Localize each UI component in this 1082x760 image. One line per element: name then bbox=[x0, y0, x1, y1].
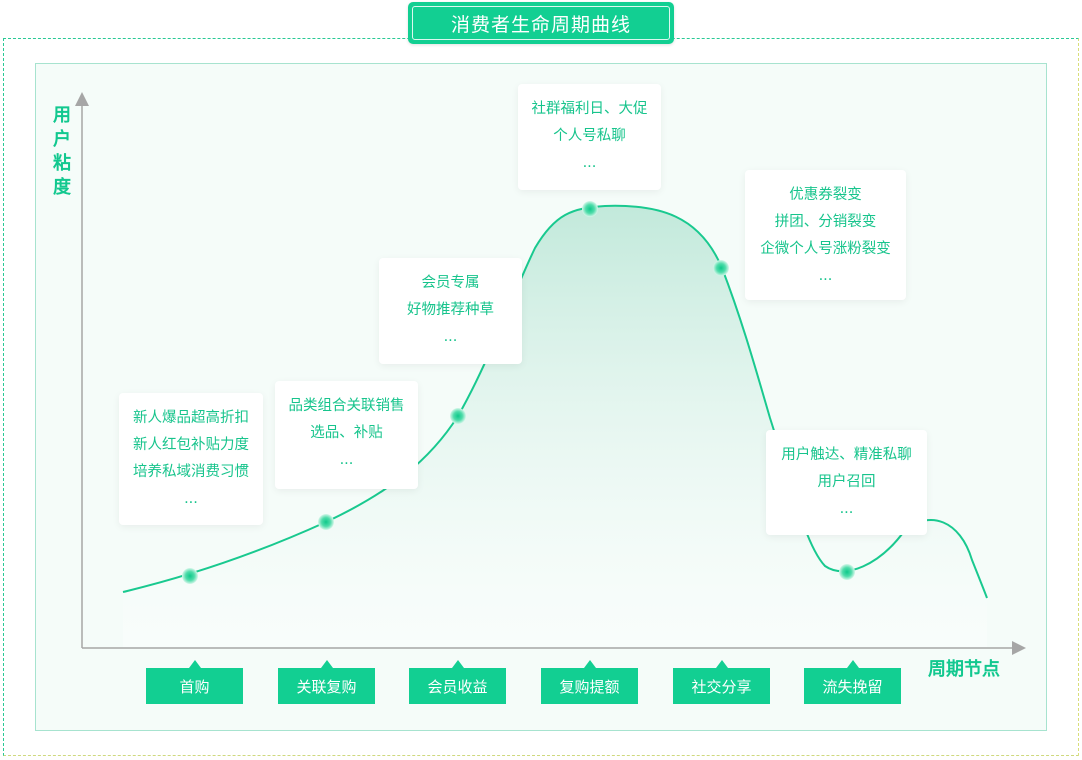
y-axis-arrow-icon bbox=[75, 92, 89, 106]
callout-social-share: 优惠券裂变 拼团、分销裂变 企微个人号涨粉裂变 ... bbox=[745, 170, 906, 300]
callout-line: 企微个人号涨粉裂变 bbox=[760, 241, 891, 257]
marker-related-repurchase bbox=[318, 514, 334, 530]
stage-label-member-benefit: 会员收益 bbox=[409, 660, 506, 704]
marker-member-benefit bbox=[450, 408, 466, 424]
callout-ellipsis: ... bbox=[839, 501, 854, 517]
marker-social-share bbox=[713, 260, 729, 276]
callout-line: 会员专属 bbox=[421, 275, 480, 291]
callout-ellipsis: ... bbox=[443, 329, 458, 345]
marker-churn-recovery bbox=[839, 564, 855, 580]
callout-line: 好物推荐种草 bbox=[407, 302, 494, 318]
callout-line: 培养私域消费习惯 bbox=[133, 464, 249, 480]
callout-ellipsis: ... bbox=[818, 268, 833, 284]
callout-related-repurchase: 品类组合关联销售 选品、补贴 ... bbox=[275, 381, 418, 489]
callout-line: 新人红包补贴力度 bbox=[133, 437, 249, 453]
stage-label-churn-recovery: 流失挽留 bbox=[804, 660, 901, 704]
callout-line: 选品、补贴 bbox=[310, 425, 383, 441]
callout-line: 用户召回 bbox=[817, 474, 876, 490]
callout-line: 优惠券裂变 bbox=[789, 187, 862, 203]
callout-member-benefit: 会员专属 好物推荐种草 ... bbox=[379, 258, 522, 364]
callout-line: 社群福利日、大促 bbox=[531, 101, 648, 117]
stage-label-first-purchase: 首购 bbox=[146, 660, 243, 704]
callout-ellipsis: ... bbox=[582, 155, 597, 171]
callout-line: 用户触达、精准私聊 bbox=[781, 447, 912, 463]
marker-repurchase-boost bbox=[582, 201, 598, 217]
diagram-title: 消费者生命周期曲线 bbox=[408, 2, 674, 44]
callout-ellipsis: ... bbox=[339, 452, 354, 468]
callout-first-purchase: 新人爆品超高折扣 新人红包补贴力度 培养私域消费习惯 ... bbox=[119, 393, 263, 525]
curve-area-fill bbox=[123, 205, 987, 648]
x-axis-arrow-icon bbox=[1012, 641, 1026, 655]
y-axis-label: 用户粘度 bbox=[53, 105, 71, 198]
callout-repurchase-boost: 社群福利日、大促 个人号私聊 ... bbox=[518, 84, 661, 190]
callout-line: 品类组合关联销售 bbox=[288, 398, 405, 414]
callout-line: 个人号私聊 bbox=[553, 128, 626, 144]
stage-label-social-share: 社交分享 bbox=[673, 660, 770, 704]
callout-churn-recovery: 用户触达、精准私聊 用户召回 ... bbox=[766, 430, 927, 535]
callout-line: 拼团、分销裂变 bbox=[774, 214, 877, 230]
callout-ellipsis: ... bbox=[184, 491, 198, 507]
stage-label-repurchase-boost: 复购提额 bbox=[541, 660, 638, 704]
marker-first-purchase bbox=[182, 568, 198, 584]
stage-label-related-repurchase: 关联复购 bbox=[278, 660, 375, 704]
curve-markers bbox=[182, 201, 855, 584]
callout-line: 新人爆品超高折扣 bbox=[133, 410, 249, 426]
x-axis-label: 周期节点 bbox=[928, 659, 1000, 680]
